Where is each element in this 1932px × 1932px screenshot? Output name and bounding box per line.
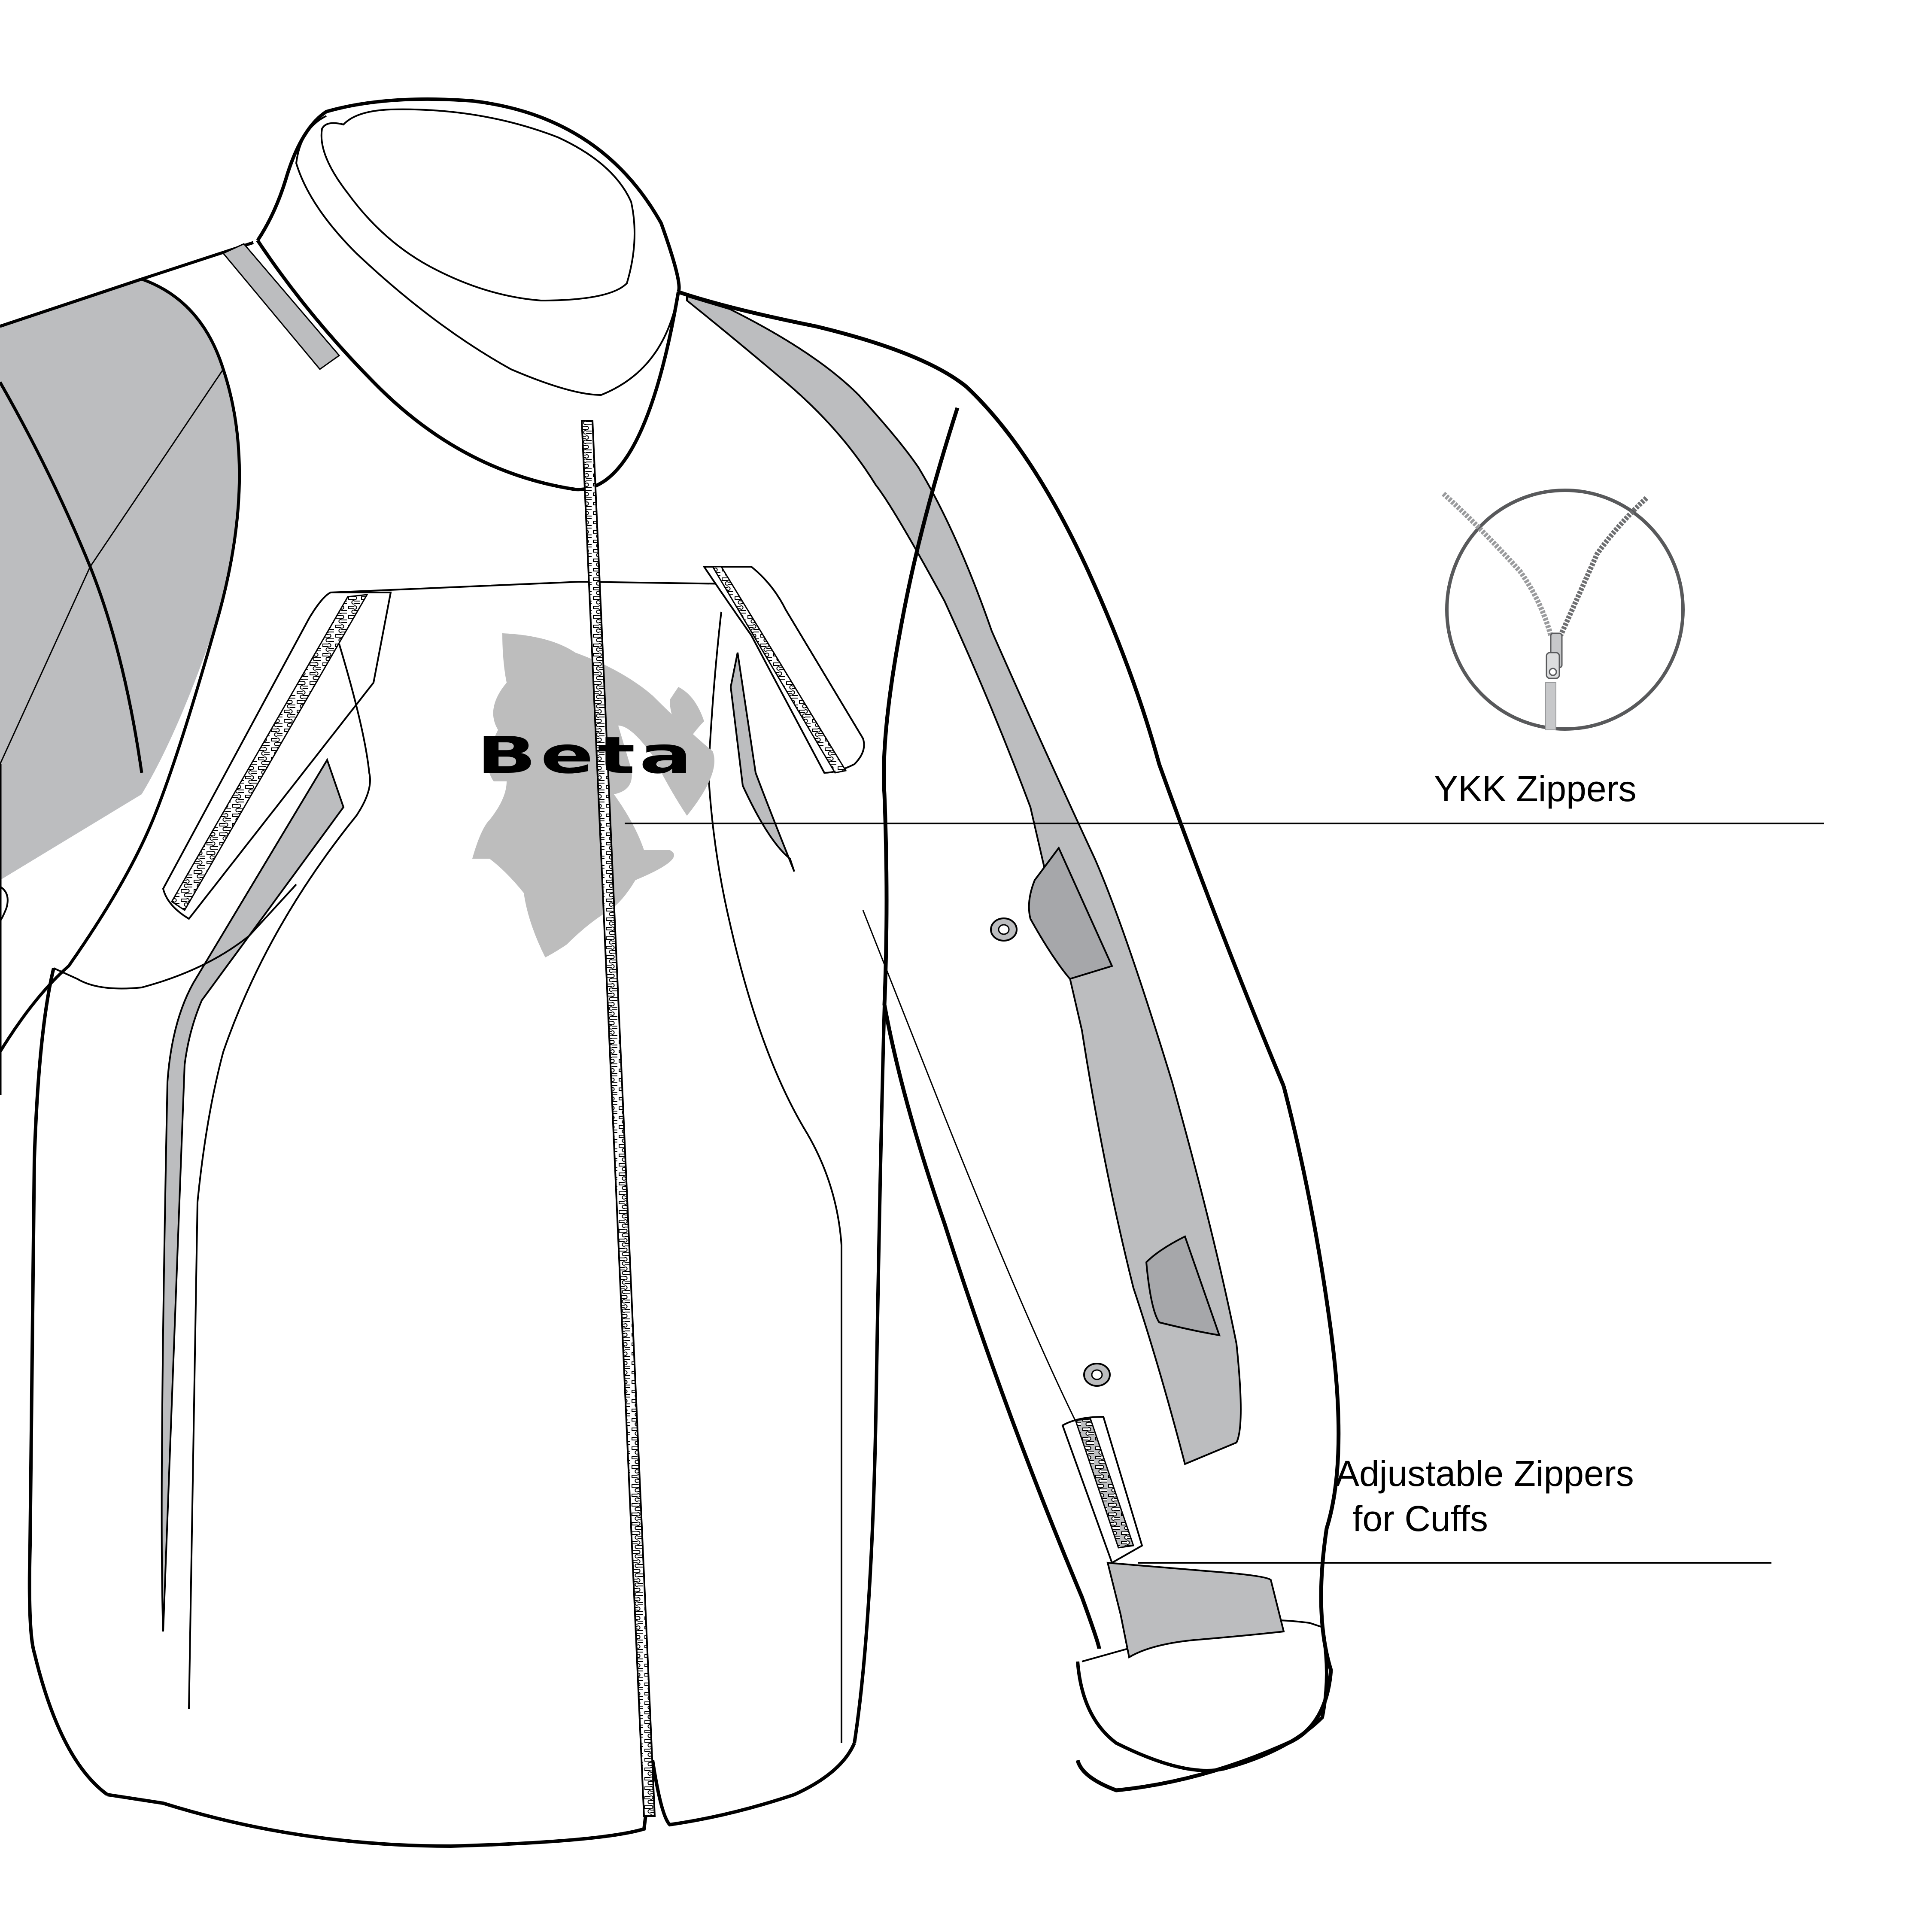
beta-brand-logo: Beta: [477, 726, 696, 785]
center-front-zipper: [580, 420, 656, 1817]
left-front-panel: [188, 644, 371, 1709]
left-snap-edge: [0, 886, 9, 922]
cuff-label-line1: Adjustable Zippers: [1335, 1453, 1634, 1494]
cuff-zipper: [1061, 1416, 1143, 1564]
left-side-seam: [27, 968, 109, 1796]
cuff: [1076, 1561, 1328, 1772]
right-arm-outer-edge: [1075, 1085, 1341, 1792]
chest-yoke-seam: [330, 580, 730, 593]
adjustable-cuff-zippers-label: Adjustable Zippers for Cuffs: [1335, 1451, 1634, 1541]
ykk-zipper-inset: [1441, 489, 1685, 731]
right-chest-pocket: [702, 566, 865, 774]
left-chest-pocket: [162, 592, 392, 920]
sleeve-diagonal-seam: [862, 910, 1083, 1434]
collar-reflective-strip: [222, 243, 340, 371]
left-shoulder-panel: [0, 277, 241, 1095]
right-shoulder-seam: [677, 290, 1286, 1087]
right-chest-grey-panel: [729, 652, 795, 872]
right-arm-inner-seam: [882, 407, 1101, 1649]
left-chest-grey-panel: [161, 758, 345, 1632]
cuff-label-line2: for Cuffs: [1352, 1498, 1488, 1539]
bear-mascot-logo: [472, 633, 714, 957]
sleeve-tab-upper: [1028, 846, 1113, 980]
snap-button-upper: [990, 917, 1018, 942]
collar: [256, 97, 681, 492]
left-underarm-curve: [53, 884, 297, 990]
left-arm-outline: [0, 815, 156, 1053]
sleeve-tab-lower: [1145, 1235, 1221, 1337]
right-front-outer-seam: [853, 1004, 886, 1744]
ykk-zippers-label: YKK Zippers: [1434, 769, 1637, 809]
right-sleeve-stripe: [686, 295, 1242, 1465]
left-shoulder-seam: [0, 241, 254, 328]
jacket-hem: [107, 1742, 856, 1848]
right-front-panel: [707, 611, 842, 1743]
snap-button-lower: [1083, 1363, 1111, 1387]
